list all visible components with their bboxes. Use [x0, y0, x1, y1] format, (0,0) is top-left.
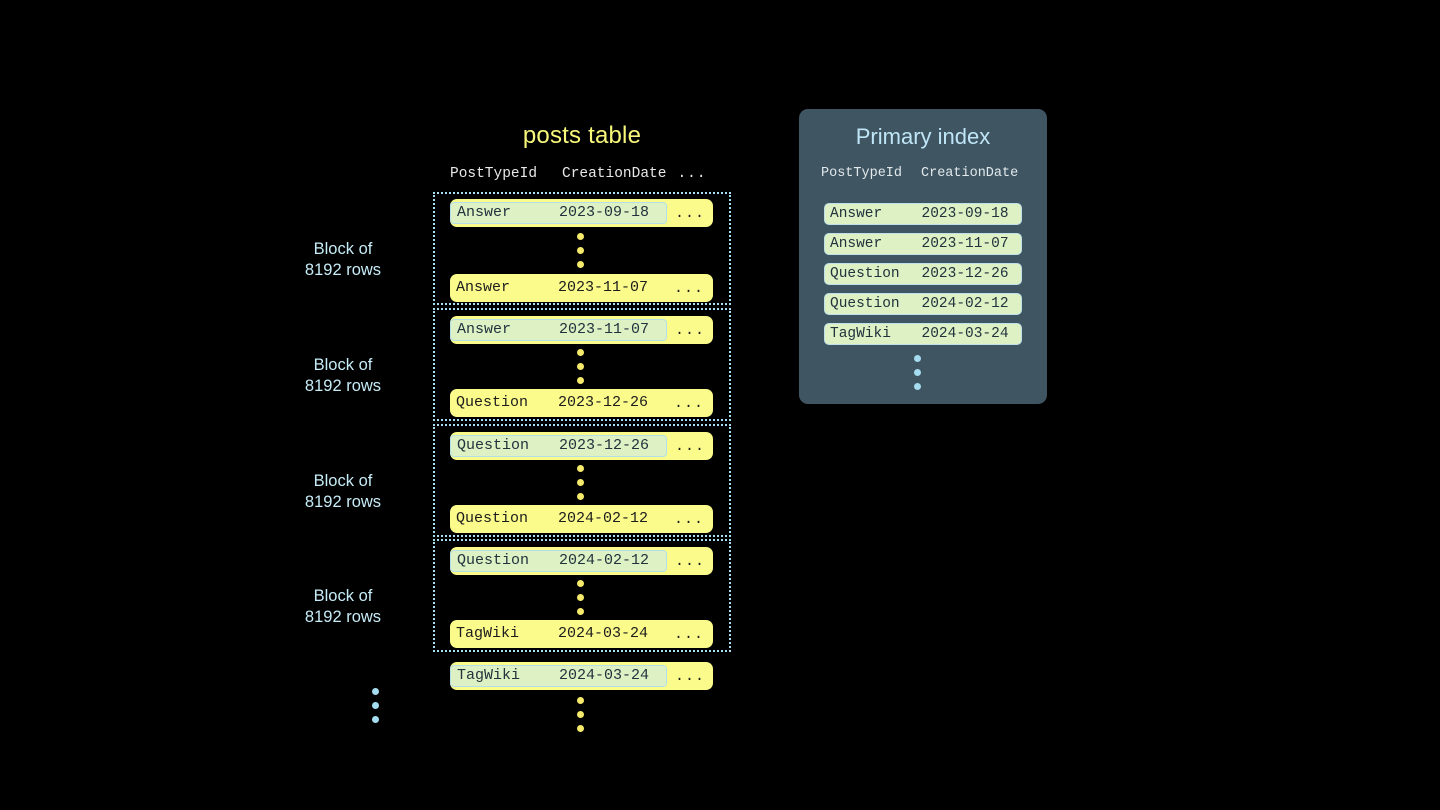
index-row: TagWiki 2024-03-24 — [824, 323, 1022, 345]
block-2 — [433, 308, 731, 421]
primary-index-title: Primary index — [855, 124, 991, 149]
block-1-label: Block of 8192 rows — [268, 239, 418, 281]
cell-creationdate: 2023-11-07 — [559, 321, 650, 338]
column-header-posttypeid: PostTypeId — [450, 166, 538, 182]
primary-index-rows: Answer 2023-09-18 Answer 2023-11-07 Ques… — [824, 203, 1022, 353]
row-cells: Question 2023-12-26 — [450, 393, 665, 413]
index-cell-posttypeid: TagWiki — [830, 326, 891, 342]
cell-posttypeid: Question — [457, 552, 530, 569]
row-cells: TagWiki 2024-03-24 — [450, 665, 667, 687]
column-header-creationdate: CreationDate — [562, 166, 667, 182]
index-cell-creationdate: 2023-09-18 — [921, 206, 1009, 222]
row-ellipsis-dots — [577, 349, 584, 384]
blocks-continuation-dots — [372, 688, 379, 723]
cell-more: ... — [674, 204, 705, 222]
cell-posttypeid: Question — [456, 510, 529, 527]
cell-posttypeid: Answer — [457, 321, 512, 338]
table-row: Answer 2023-11-07 ... — [450, 316, 713, 344]
cell-creationdate: 2023-12-26 — [559, 437, 650, 454]
cell-creationdate: 2023-09-18 — [559, 204, 650, 221]
block-4 — [433, 539, 731, 652]
cell-posttypeid: TagWiki — [457, 667, 521, 684]
posts-table-column-headers: PostTypeId CreationDate ... — [450, 166, 714, 182]
block-2-label-line2: 8192 rows — [304, 377, 382, 395]
index-cell-creationdate: 2024-02-12 — [921, 296, 1009, 312]
row-cells: Answer 2023-09-18 — [450, 202, 667, 224]
cell-more: ... — [674, 552, 705, 570]
table-row: TagWiki 2024-03-24 ... — [450, 620, 713, 648]
row-cells: TagWiki 2024-03-24 — [450, 624, 665, 644]
index-row: Question 2024-02-12 — [824, 293, 1022, 315]
primary-index-panel: Primary index PostTypeId CreationDate An… — [799, 109, 1047, 404]
cell-posttypeid: Answer — [456, 279, 511, 296]
cell-more: ... — [673, 279, 704, 297]
cell-more: ... — [674, 667, 705, 685]
block-2-label: Block of 8192 rows — [268, 355, 418, 397]
cell-creationdate: 2023-12-26 — [558, 394, 649, 411]
index-row: Answer 2023-11-07 — [824, 233, 1022, 255]
cell-creationdate: 2024-03-24 — [558, 625, 649, 642]
cell-posttypeid: TagWiki — [456, 625, 520, 642]
table-continuation-dots — [577, 697, 584, 732]
cell-creationdate: 2024-03-24 — [559, 667, 650, 684]
cell-creationdate: 2024-02-12 — [558, 510, 649, 527]
block-2-label-line1: Block of — [313, 356, 373, 374]
cell-more: ... — [673, 625, 704, 643]
cell-creationdate: 2023-11-07 — [558, 279, 649, 296]
row-cells: Answer 2023-11-07 — [450, 319, 667, 341]
table-row-trailing: TagWiki 2024-03-24 ... — [450, 662, 713, 690]
table-row: Question 2024-02-12 ... — [450, 505, 713, 533]
row-ellipsis-dots — [577, 233, 584, 268]
index-cell-posttypeid: Answer — [830, 206, 883, 222]
index-row: Answer 2023-09-18 — [824, 203, 1022, 225]
block-4-label-line1: Block of — [313, 587, 373, 605]
cell-posttypeid: Question — [457, 437, 530, 454]
primary-index-column-headers: PostTypeId CreationDate — [821, 166, 1025, 181]
index-cell-posttypeid: Question — [830, 296, 900, 312]
block-3-label-line2: 8192 rows — [304, 493, 382, 511]
cell-more: ... — [673, 510, 704, 528]
row-cells: Answer 2023-11-07 — [450, 278, 665, 298]
row-cells: Question 2023-12-26 — [450, 435, 667, 457]
cell-posttypeid: Answer — [457, 204, 512, 221]
cell-posttypeid: Question — [456, 394, 529, 411]
index-row: Question 2023-12-26 — [824, 263, 1022, 285]
cell-more: ... — [674, 437, 705, 455]
index-column-header-posttypeid: PostTypeId — [821, 166, 903, 181]
cell-more: ... — [673, 394, 704, 412]
index-column-header-creationdate: CreationDate — [921, 166, 1019, 181]
block-4-label-line2: 8192 rows — [304, 608, 382, 626]
index-cell-creationdate: 2023-11-07 — [921, 236, 1009, 252]
column-header-more: ... — [677, 166, 707, 182]
table-row: Answer 2023-09-18 ... — [450, 199, 713, 227]
row-cells: Question 2024-02-12 — [450, 550, 667, 572]
index-cell-creationdate: 2023-12-26 — [921, 266, 1009, 282]
posts-table-title: posts table — [522, 122, 642, 149]
table-row: Answer 2023-11-07 ... — [450, 274, 713, 302]
block-3 — [433, 424, 731, 537]
row-cells: Question 2024-02-12 — [450, 509, 665, 529]
block-4-label: Block of 8192 rows — [268, 586, 418, 628]
row-ellipsis-dots — [577, 465, 584, 500]
index-cell-creationdate: 2024-03-24 — [921, 326, 1009, 342]
index-continuation-dots — [914, 355, 921, 390]
block-1-label-line1: Block of — [313, 240, 373, 258]
cell-more: ... — [674, 321, 705, 339]
table-row: Question 2023-12-26 ... — [450, 389, 713, 417]
row-ellipsis-dots — [577, 580, 584, 615]
block-1 — [433, 192, 731, 305]
block-3-label: Block of 8192 rows — [268, 471, 418, 513]
index-cell-posttypeid: Question — [830, 266, 900, 282]
cell-creationdate: 2024-02-12 — [559, 552, 650, 569]
block-3-label-line1: Block of — [313, 472, 373, 490]
table-row: Question 2023-12-26 ... — [450, 432, 713, 460]
block-1-label-line2: 8192 rows — [304, 261, 382, 279]
index-cell-posttypeid: Answer — [830, 236, 883, 252]
table-row: Question 2024-02-12 ... — [450, 547, 713, 575]
